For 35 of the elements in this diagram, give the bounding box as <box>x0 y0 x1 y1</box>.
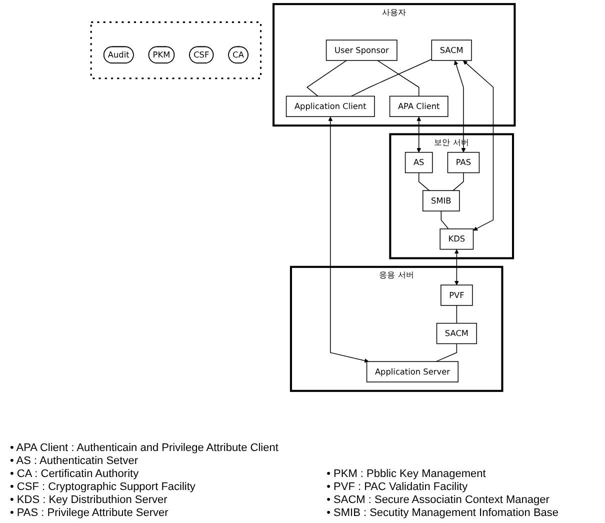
arrow <box>328 116 368 363</box>
node-box: SACM <box>430 40 472 61</box>
glossary-entry: • SACM : Secure Associatin Context Manager <box>326 494 550 506</box>
node-box: SMIB <box>422 190 460 212</box>
glossary-entry: • AS : Authenticatin Setver <box>10 455 139 467</box>
node-box: PVF <box>440 284 472 306</box>
arrow <box>454 60 466 153</box>
node-box: SACM <box>436 322 477 344</box>
connector <box>435 343 457 362</box>
glossary-entry: • PVF : PAC Validatin Facility <box>326 481 469 493</box>
arrow <box>416 116 421 153</box>
connector <box>306 60 347 97</box>
arrow <box>454 249 459 286</box>
connector <box>376 60 419 97</box>
node-box: PAS <box>446 152 480 174</box>
connector <box>452 172 464 191</box>
node-box: Application Client <box>286 96 374 117</box>
node-box: APA Client <box>389 96 448 117</box>
node-box: AS <box>404 152 432 174</box>
glossary-entry: • PKM : Pbblic Key Management <box>326 468 487 480</box>
connector <box>418 172 430 191</box>
node-box: KDS <box>439 228 474 250</box>
glossary-entry: • PAS : Privilege Attribute Server <box>10 507 170 519</box>
node-box: User Sponsor <box>326 40 397 61</box>
node-box: Application Server <box>366 361 458 382</box>
connector <box>456 305 457 324</box>
glossary-entry: • CA : Certificatin Authority <box>10 468 140 480</box>
glossary-entry: • SMIB : Secutity Management Infomation Base <box>326 507 560 519</box>
glossary-entry: • KDS : Key Distributhion Server <box>10 494 168 506</box>
connector <box>440 210 448 230</box>
connector <box>350 58 432 97</box>
cluster <box>90 21 262 80</box>
arrow <box>462 60 494 231</box>
glossary-entry: • APA Client : Authenticain and Privilege Attribute Client <box>10 442 280 454</box>
glossary-entry: • CSF : Cryptographic Support Facility <box>10 481 196 493</box>
